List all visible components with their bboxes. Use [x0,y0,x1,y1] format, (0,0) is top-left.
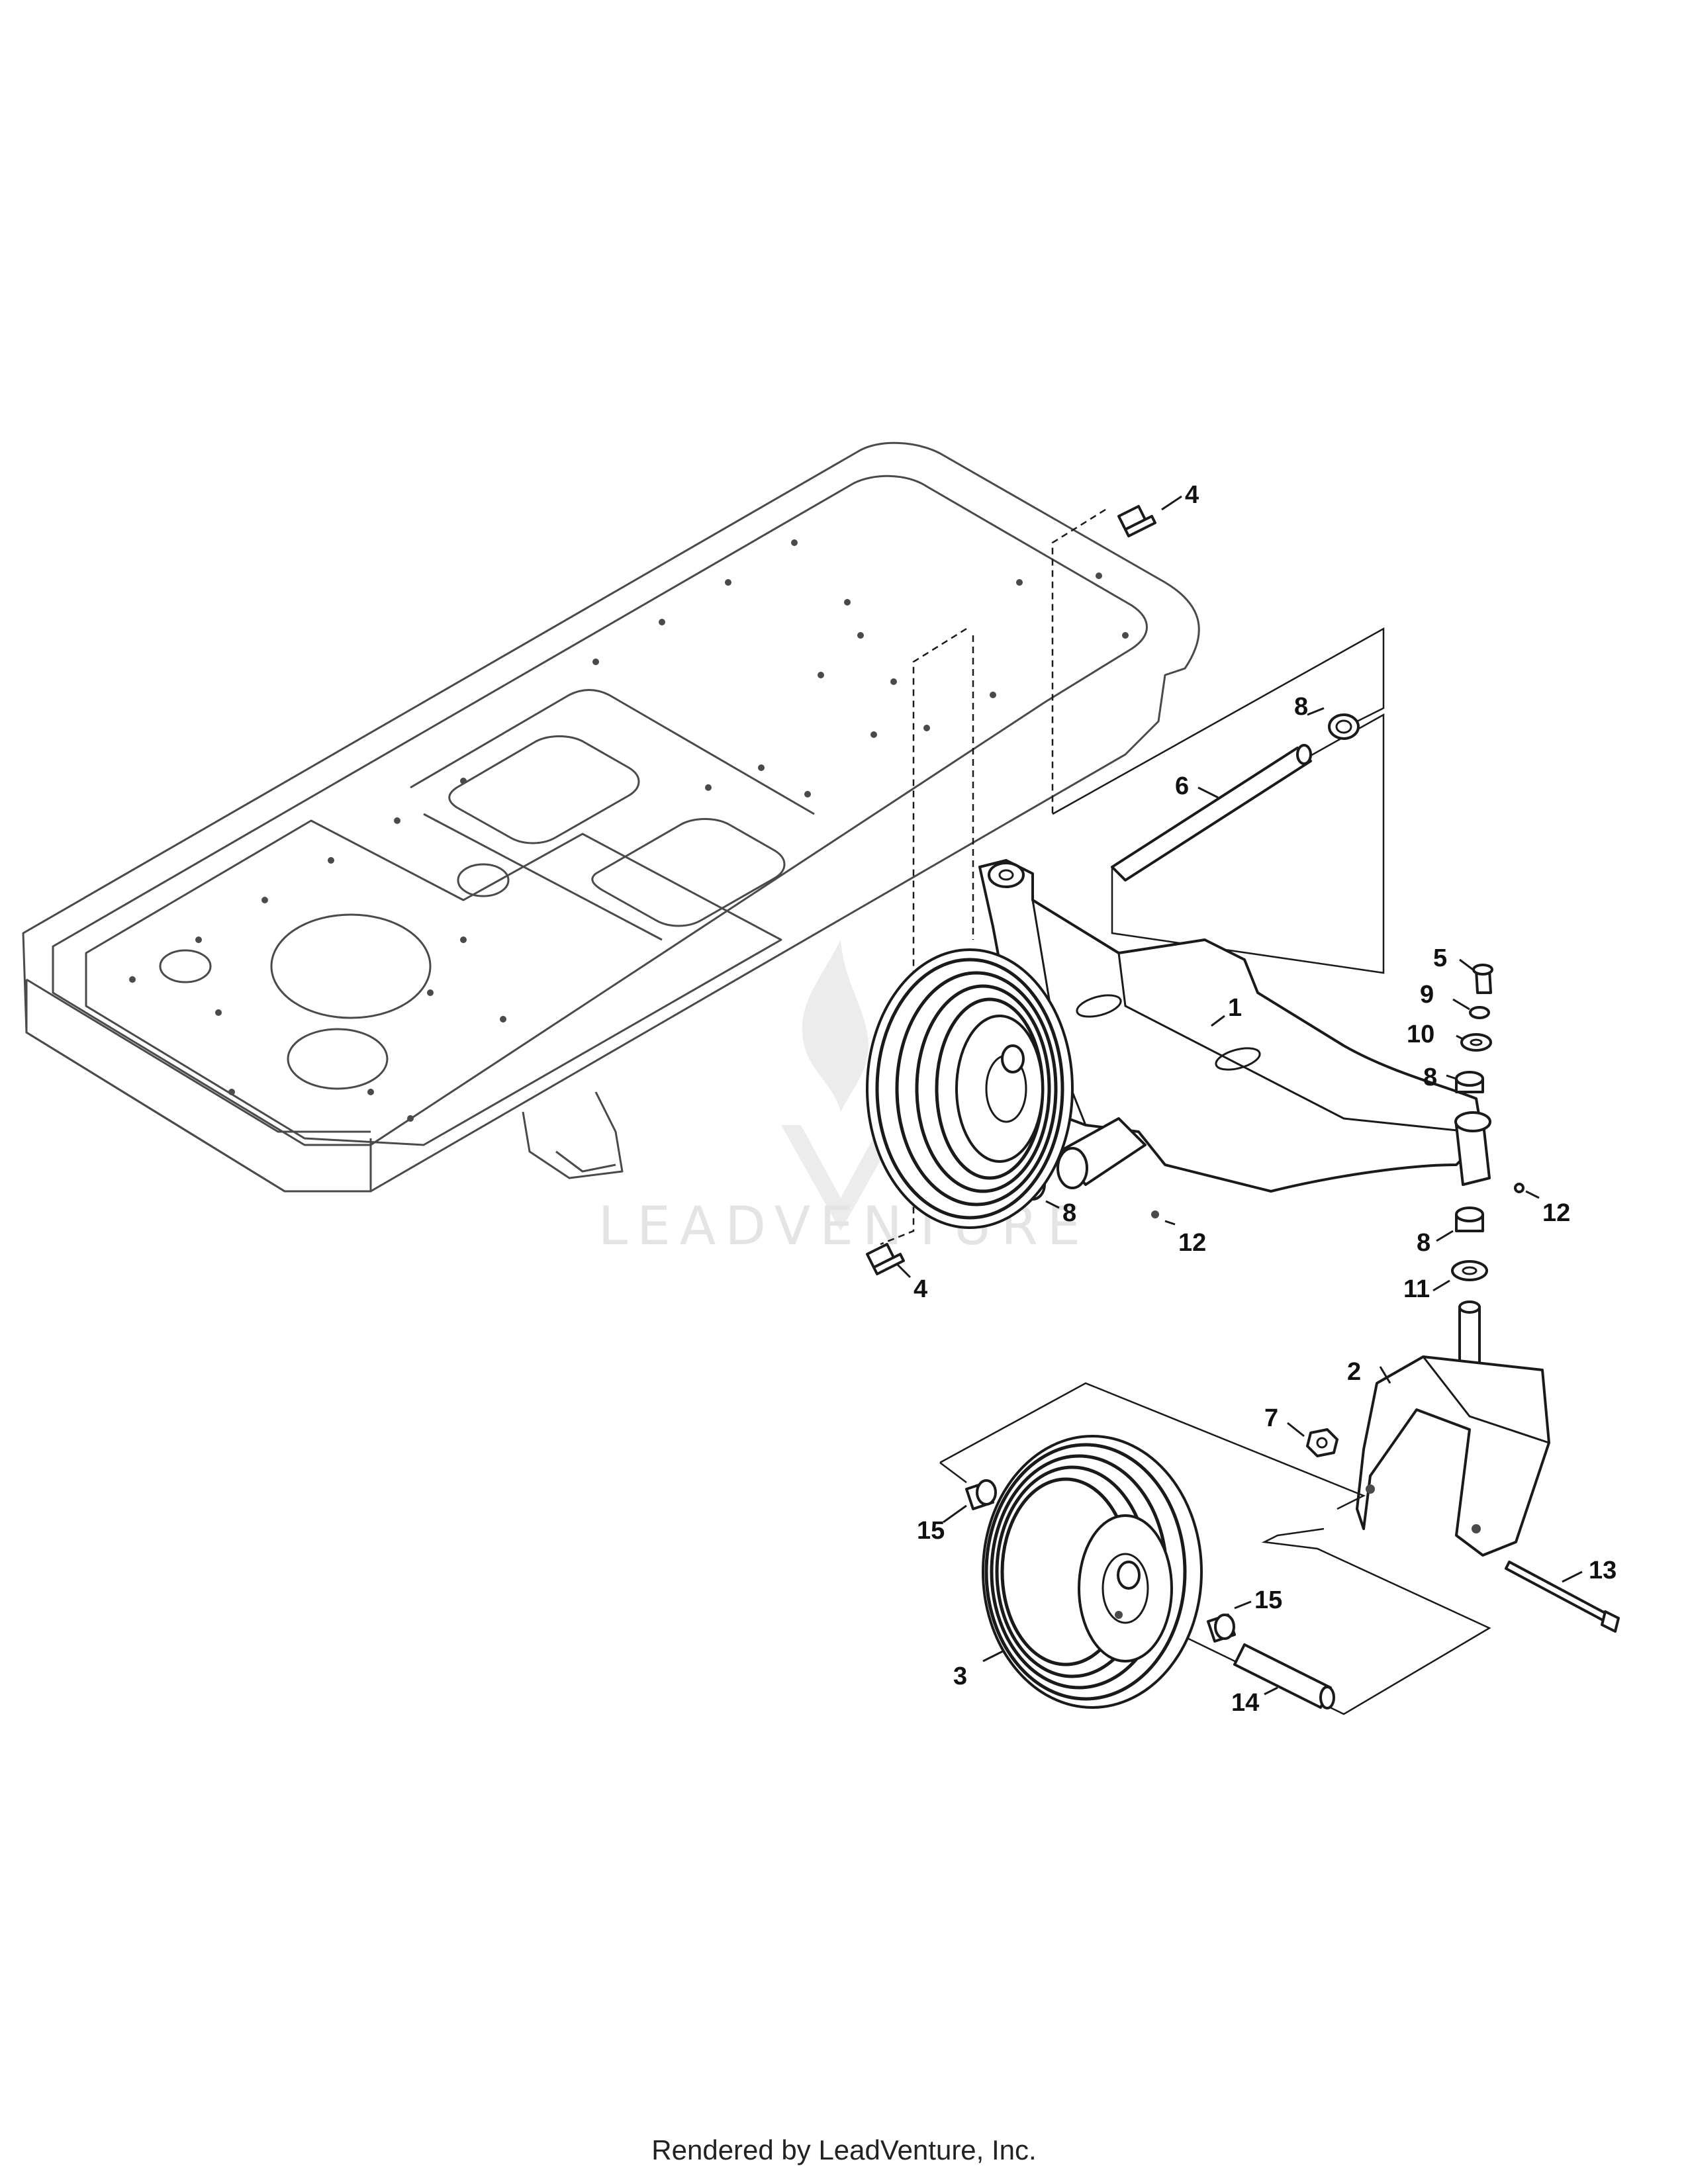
callout-14: 14 [1231,1689,1259,1717]
callout-6: 6 [1175,772,1189,800]
axle-pivot-tube [1056,1117,1147,1189]
frame-mount-foot [555,1150,616,1173]
caster-bolt [1472,964,1493,994]
frame-mount-bracket [522,1091,624,1179]
callout-7: 7 [1264,1404,1278,1432]
callout-4-top: 4 [1185,481,1199,509]
lock-nut [1306,1428,1338,1457]
front-axle [978,859,1491,1193]
wheel-axle-tube [1233,1643,1335,1709]
grease-fitting-right [1514,1183,1524,1193]
callout-12-center: 12 [1178,1229,1206,1257]
mounted-wheel [866,948,1074,1229]
bushing-upper [1455,1071,1484,1093]
callout-10: 10 [1407,1021,1434,1048]
frame-inner-rim [52,475,1148,1146]
watermark-flame-icon [802,940,868,1112]
lock-washer [1469,1006,1490,1019]
chassis-frame [22,441,1200,1193]
callout-labels: 1 2 3 4 4 5 6 7 8 8 8 8 9 10 11 12 12 13… [914,481,1617,1717]
grease-fitting-center [1151,1210,1159,1218]
callout-5: 5 [1433,944,1447,972]
callout-3: 3 [953,1662,967,1690]
small-opening [159,949,212,983]
bolt-top [1117,505,1156,537]
deck-boss [457,863,510,897]
wheel-spacer-right [1207,1614,1236,1643]
flat-washer [1460,1033,1492,1052]
alignment-lines [880,508,1106,1246]
frame-front-face [25,979,372,1193]
deck-rib-2 [423,813,663,941]
frame-outer-outline [22,441,1200,1193]
callout-11: 11 [1403,1275,1430,1303]
callout-4-bottom: 4 [914,1275,927,1303]
frame-front-bumper [26,978,371,1133]
callout-8-lower: 8 [1417,1229,1430,1257]
footer-credit: Rendered by LeadVenture, Inc. [651,2134,1037,2165]
callout-15-left: 15 [917,1517,945,1545]
callout-2: 2 [1347,1358,1361,1386]
bushing-top [1328,713,1360,740]
callout-13: 13 [1589,1557,1617,1584]
floor-panel-outline [85,819,782,1146]
callout-8-upper: 8 [1423,1064,1437,1091]
deck-cutout-2 [591,818,786,927]
callout-15-right: 15 [1254,1586,1282,1614]
callout-9: 9 [1420,981,1434,1009]
thrust-washer [1451,1260,1488,1281]
deck-cutout-1 [448,735,640,844]
callout-12-right: 12 [1542,1199,1570,1227]
wheel-spacer-left [965,1479,997,1510]
caster-wheel [982,1435,1203,1709]
bushing-lower [1455,1206,1484,1232]
caster-fork [1356,1300,1550,1557]
callout-8-axle: 8 [1062,1199,1076,1227]
deck-rib [410,689,815,815]
pump-opening [270,913,432,1019]
frame-holes [129,539,1129,1122]
watermark-v-mark-icon [781,1125,900,1231]
wheel-axle-bolt [1505,1561,1620,1633]
leader-lines [896,495,1583,1696]
bolt-bottom [866,1243,905,1275]
callout-8-top: 8 [1294,693,1308,721]
wheel-callout-box [939,1382,1491,1715]
pivot-rod [1111,744,1312,882]
seat-boss [287,1028,389,1090]
callout-1: 1 [1228,994,1242,1022]
dash-top-bolt [1051,508,1106,814]
